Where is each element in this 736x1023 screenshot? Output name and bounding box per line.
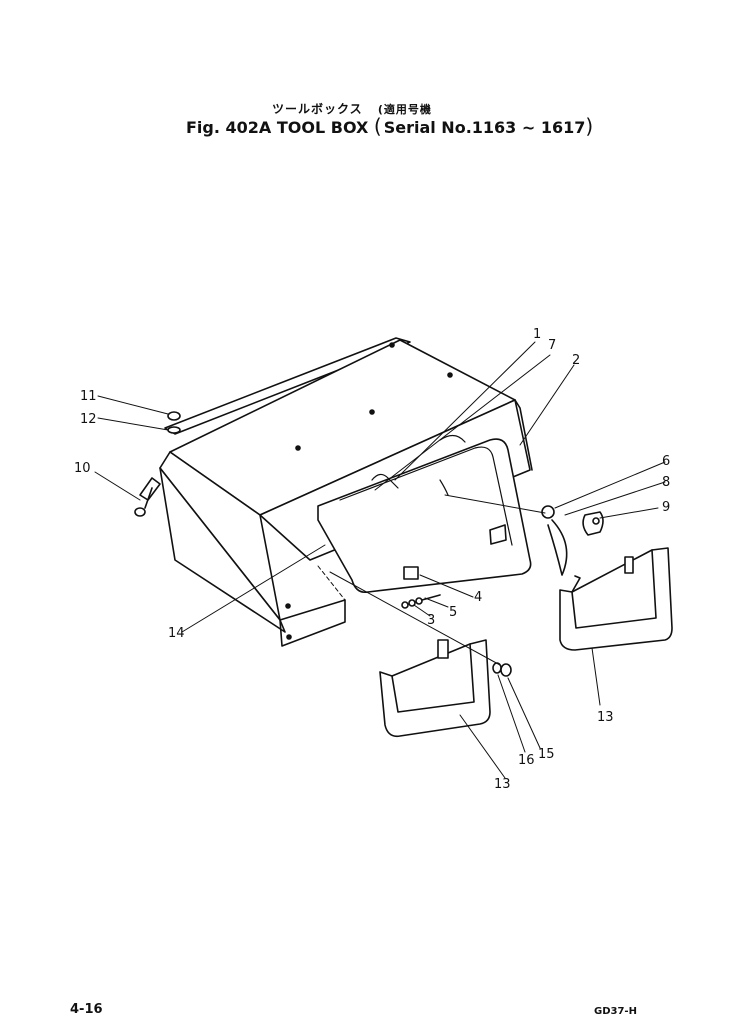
title-japanese-serial: (適用号機 — [377, 103, 432, 116]
callout-9: 9 — [662, 500, 670, 515]
callout-2: 2 — [572, 353, 580, 368]
callout-7: 7 — [548, 338, 556, 353]
callout-14: 14 — [168, 626, 185, 641]
callout-13-right: 13 — [597, 710, 614, 725]
callout-10: 10 — [74, 461, 91, 476]
bolt-10 — [134, 411, 181, 517]
callout-11: 11 — [80, 389, 97, 404]
callout-8: 8 — [662, 475, 670, 490]
figure-serial-text: Serial No.1163 ~ 1617 — [383, 118, 586, 137]
title-japanese-text: ツールボックス — [272, 102, 363, 116]
title-japanese-serial-text: 適用号機 — [383, 103, 432, 116]
callout-4: 4 — [474, 590, 482, 605]
hinge-parts — [401, 566, 441, 609]
callout-3: 3 — [427, 613, 435, 628]
page-number: 4-16 — [70, 1002, 103, 1017]
callout-6: 6 — [662, 454, 670, 469]
callout-labels: 1 7 2 6 8 9 11 12 10 4 5 3 14 13 13 16 1… — [74, 327, 670, 792]
title-open-paren: ( — [373, 114, 382, 138]
support-bracket-left — [379, 639, 512, 738]
latch-assembly — [444, 494, 604, 576]
figure-title-japanese: ツールボックス (適用号機 — [272, 100, 432, 117]
callout-15: 15 — [538, 747, 555, 762]
callout-5: 5 — [449, 605, 457, 620]
callout-16: 16 — [518, 753, 535, 768]
leader-lines — [94, 341, 666, 779]
figure-title: Fig. 402A TOOL BOX (Serial No.1163 ~ 161… — [186, 114, 593, 138]
callout-1: 1 — [533, 327, 541, 342]
document-code: GD37-H — [594, 1006, 637, 1017]
figure-title-text: Fig. 402A TOOL BOX — [186, 118, 369, 137]
support-bracket-right — [559, 547, 673, 651]
title-close-paren: ) — [585, 114, 594, 138]
callout-12: 12 — [80, 412, 97, 427]
tool-box-door — [317, 434, 532, 594]
callout-13-left: 13 — [494, 777, 511, 792]
